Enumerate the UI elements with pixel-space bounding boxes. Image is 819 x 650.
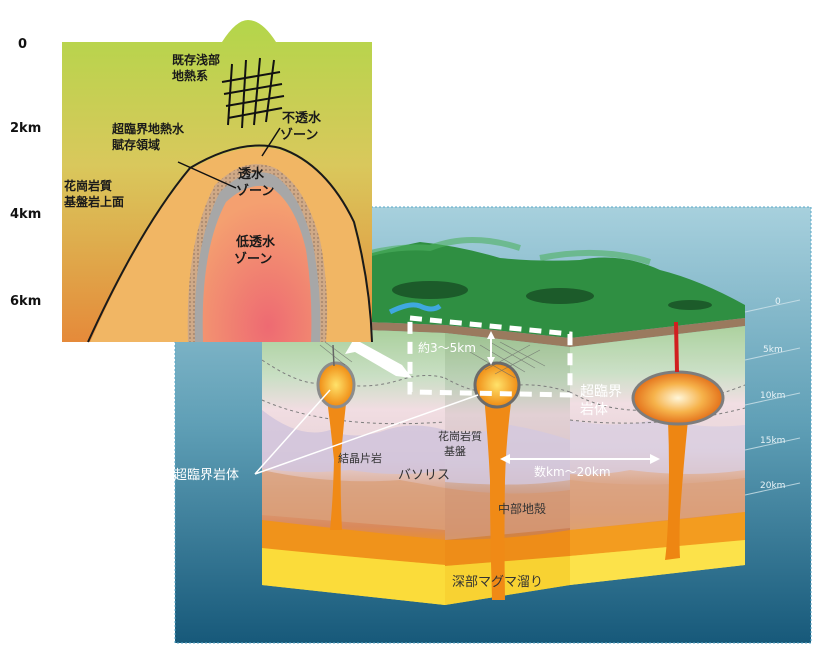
granite-basement-top-label: 花崗岩質 基盤岩上面	[63, 178, 124, 209]
inset-cross-section: 既存浅部 地熱系 不透水 ゾーン 超臨界地熱水 賦存領域 透水 ゾーン 花崗岩質…	[62, 20, 373, 343]
block-depth-tick: 20km	[760, 481, 785, 491]
shallow-fracture-grid	[221, 57, 285, 129]
zoom-arrow	[345, 332, 412, 378]
block-depth-tick: 15km	[760, 436, 785, 446]
crystalline-schist-label: 結晶片岩	[338, 451, 382, 465]
magma-conduit-right	[665, 420, 688, 560]
crustal-block: 0 5km 10km 15km 20km	[261, 237, 801, 605]
inset-depth-tick: 4km	[10, 207, 41, 222]
middle-crust-label: 中部地殻	[498, 501, 546, 516]
forest-patch	[392, 281, 468, 299]
forest-patch	[668, 300, 712, 310]
supercritical-body-right	[631, 370, 725, 426]
supercritical-rock-right-label: 超臨界 岩体	[580, 384, 626, 418]
river	[388, 302, 442, 315]
inset-depth-tick: 0	[18, 37, 27, 52]
shallow-geothermal-label: 既存浅部 地熱系	[172, 52, 224, 83]
block-depth-tick: 0	[775, 297, 781, 307]
magma-conduit-left	[325, 385, 348, 530]
supercritical-reservoir-label: 超臨界地熱水 賦存領域	[111, 121, 188, 152]
zoom-region-box	[407, 315, 573, 398]
low-permeability-core	[202, 185, 312, 342]
land-surface	[262, 242, 745, 338]
deep-magma-chamber-label: 深部マグマ溜り	[452, 575, 543, 590]
geothermal-well	[674, 321, 679, 373]
depth-tick-lines	[744, 299, 801, 496]
inset-depth-tick: 2km	[10, 121, 41, 136]
low-permeability-zone-label: 低透水 ゾーン	[234, 234, 280, 267]
permeable-zone-label: 透水 ゾーン	[236, 166, 274, 199]
block-depth-tick: 5km	[763, 345, 783, 355]
distance-range-label: 数km〜20km	[534, 464, 611, 479]
magma-conduit-middle	[484, 395, 512, 600]
depth-range-label: 約3〜5km	[418, 340, 476, 355]
supercritical-rock-left-label: 超臨界岩体	[174, 468, 239, 483]
inset-depth-tick: 6km	[10, 294, 41, 309]
distance-arrow	[500, 454, 660, 464]
impermeable-zone-label: 不透水 ゾーン	[280, 110, 326, 143]
batholith-label: バソリス	[398, 468, 450, 483]
granite-basement-label: 花崗岩質 基盤	[438, 429, 486, 458]
forest-patch	[526, 288, 594, 304]
supercritical-body-middle	[473, 361, 521, 409]
block-depth-tick: 10km	[760, 391, 785, 401]
supercritical-body-left	[316, 361, 356, 409]
